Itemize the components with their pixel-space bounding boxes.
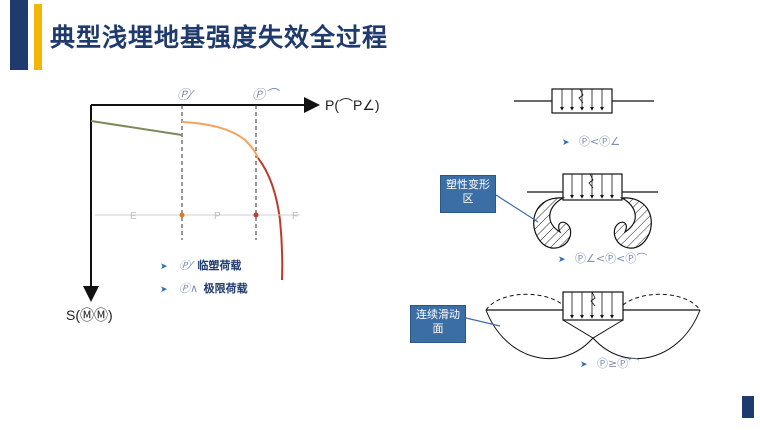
condition-arrow-icon: ➤ xyxy=(558,255,566,265)
condition-text: Ⓟ<Ⓟ∠ xyxy=(579,135,621,148)
stage-f-label: F xyxy=(292,211,298,222)
p-cr-axis-label: Ⓟ⁄ xyxy=(177,87,195,102)
bullet-critical-load: ➤ Ⓟ⁄ 临塑荷载 xyxy=(160,257,241,273)
bullet-label: 极限荷载 xyxy=(203,282,248,295)
break-line xyxy=(588,173,594,189)
break-line xyxy=(590,291,596,307)
plastic-zone-leader xyxy=(495,194,539,223)
title-accent-bar-navy xyxy=(10,0,28,70)
condition-text: Ⓟ∠<Ⓟ<Ⓟ⌒ xyxy=(575,252,648,265)
plastic-stage-curve xyxy=(181,121,259,159)
slip-surface-left xyxy=(485,309,594,360)
bullet-label: 临塑荷载 xyxy=(197,259,242,272)
condition-arrow-icon: ➤ xyxy=(580,360,588,370)
x-axis-label: P(⌒P∠) xyxy=(325,97,380,113)
condition-stage3: ➤ Ⓟ≥Ⓟ⌒ xyxy=(580,355,639,371)
failure-stage-curve xyxy=(257,157,284,281)
wedge xyxy=(562,319,624,339)
stage3-diagram xyxy=(465,291,701,360)
bullet-symbol: Ⓟ⁄ xyxy=(179,259,192,272)
stage1-diagram xyxy=(514,88,654,114)
stage-p-label: P xyxy=(214,211,221,222)
break-line xyxy=(578,88,584,104)
slip-surface-callout: 连续滑动面 xyxy=(410,305,466,343)
bullet-symbol: Ⓟ∧ xyxy=(179,282,199,295)
p-u-axis-label: Ⓟ⌒ xyxy=(252,87,280,102)
plastic-zone-left xyxy=(533,197,572,249)
load-settlement-graph: E P F Ⓟ⁄ Ⓟ⌒ P(⌒P∠) S(ⓂⓂ) xyxy=(66,87,380,323)
p-cr-marker-dot xyxy=(179,212,185,218)
footing xyxy=(562,291,624,321)
plastic-zone-right xyxy=(613,197,652,249)
heave-right xyxy=(622,293,701,311)
heave-left xyxy=(485,293,564,311)
p-u-marker-dot xyxy=(253,212,259,218)
condition-text: Ⓟ≥Ⓟ⌒ xyxy=(597,357,640,370)
stage-e-label: E xyxy=(130,211,137,222)
slide-title: 典型浅埋地基强度失效全过程 xyxy=(50,23,389,52)
stage2-diagram xyxy=(495,173,658,249)
condition-stage2: ➤ Ⓟ∠<Ⓟ<Ⓟ⌒ xyxy=(558,250,647,266)
bullet-ultimate-load: ➤ Ⓟ∧ 极限荷载 xyxy=(160,280,248,296)
corner-accent-block xyxy=(742,396,754,418)
y-axis-label: S(ⓂⓂ) xyxy=(66,307,113,323)
condition-arrow-icon: ➤ xyxy=(562,138,570,148)
condition-stage1: ➤ Ⓟ<Ⓟ∠ xyxy=(562,133,620,149)
bullet-arrow-icon: ➤ xyxy=(160,262,168,272)
title-accent-bar-gold xyxy=(34,4,42,70)
slip-surface-right xyxy=(592,309,701,360)
plastic-zone-callout: 塑性变形区 xyxy=(440,175,496,213)
slip-surface-leader xyxy=(465,317,501,327)
bullet-arrow-icon: ➤ xyxy=(160,285,168,295)
footing xyxy=(562,173,623,201)
elastic-stage-curve xyxy=(90,120,183,136)
